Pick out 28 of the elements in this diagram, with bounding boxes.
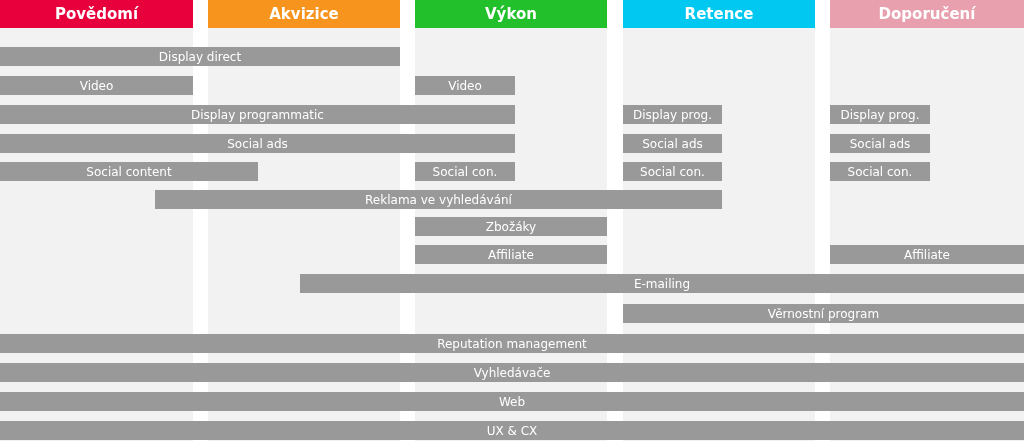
channel-bar: Zbožáky: [415, 217, 607, 236]
channel-bar: Social con.: [623, 162, 722, 181]
channel-bar: Web: [0, 392, 1024, 411]
channel-bar: Affiliate: [830, 245, 1024, 264]
channel-bar: Video: [415, 76, 515, 95]
channel-bar: Social con.: [415, 162, 515, 181]
channel-bar: Social con.: [830, 162, 930, 181]
stage-header: Povědomí: [0, 0, 193, 28]
channel-bar: Reklama ve vyhledávání: [155, 190, 722, 209]
channel-bar: Věrnostní program: [623, 304, 1024, 323]
channel-bar: Display direct: [0, 47, 400, 66]
channel-bar: Display prog.: [623, 105, 722, 124]
channel-bar: Display prog.: [830, 105, 930, 124]
channel-bar: Social ads: [623, 134, 722, 153]
channel-bar: Display programmatic: [0, 105, 515, 124]
stage-header: Doporučení: [830, 0, 1024, 28]
stage-header: Akvizice: [208, 0, 400, 28]
stage-header: Výkon: [415, 0, 607, 28]
channel-bar: Reputation management: [0, 334, 1024, 353]
channel-bar: E-mailing: [300, 274, 1024, 293]
channel-bar: Vyhledávače: [0, 363, 1024, 382]
channel-bar: Social ads: [0, 134, 515, 153]
channel-bar: UX & CX: [0, 421, 1024, 440]
stage-header: Retence: [623, 0, 815, 28]
channel-bar: Social content: [0, 162, 258, 181]
channel-bar: Affiliate: [415, 245, 607, 264]
channel-bar: Social ads: [830, 134, 930, 153]
channel-bar: Video: [0, 76, 193, 95]
